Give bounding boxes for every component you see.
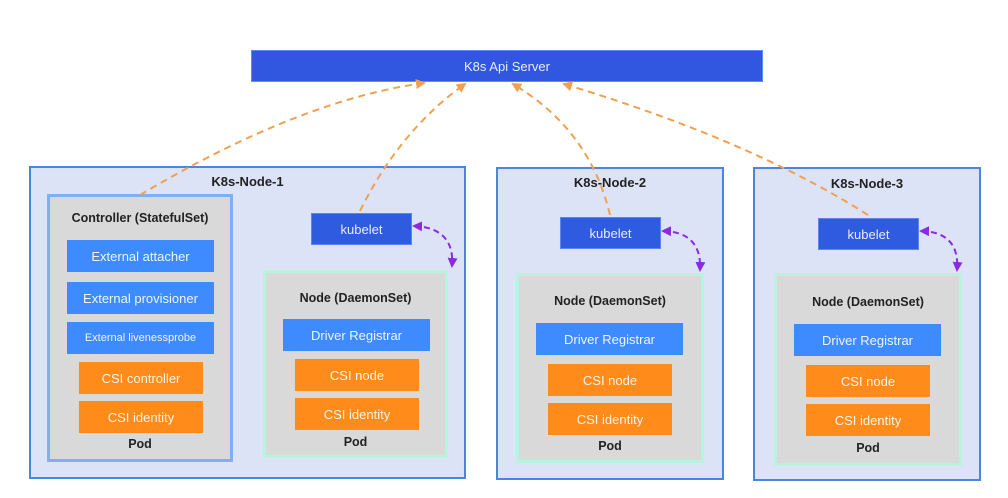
node-title: K8s-Node-3 [830,176,904,191]
daemonset-title: Node (DaemonSet) [812,295,924,309]
kubelet-box: kubelet [560,217,661,249]
controller-pod: Controller (StatefulSet) External attach… [47,194,233,462]
api-server-label: K8s Api Server [464,58,550,74]
csi-label: CSI node [840,373,896,389]
component-label: External provisioner [83,290,198,306]
k8s-node-1: K8s-Node-1 Controller (StatefulSet) Exte… [29,166,466,479]
csi-box: CSI identity [806,404,930,436]
node-title: K8s-Node-1 [211,174,284,189]
csi-box: CSI node [548,364,672,396]
component-box: External attacher [67,240,214,272]
controller-title: Controller (StatefulSet) [71,211,209,225]
component-box: Driver Registrar [794,324,941,356]
csi-label: CSI controller [101,370,181,386]
csi-box: CSI identity [548,403,672,435]
daemonset-title: Node (DaemonSet) [554,294,666,308]
csi-box: CSI identity [295,398,419,430]
kubelet-box: kubelet [311,213,412,245]
pod-label: Pod [128,437,152,451]
daemonset-pod: Node (DaemonSet) Driver Registrar CSI no… [263,270,448,458]
pod-label: Pod [343,435,368,449]
component-label: External attacher [91,248,190,264]
csi-label: CSI node [582,372,638,388]
kubelet-label: kubelet [589,225,632,241]
k8s-node-2: K8s-Node-2 kubelet Node (DaemonSet) Driv… [496,167,724,480]
csi-label: CSI identity [834,412,902,428]
csi-box: CSI node [806,365,930,397]
kubelet-label: kubelet [847,226,890,242]
component-label: Driver Registrar [821,332,913,348]
csi-box: CSI controller [79,362,203,394]
csi-box: CSI node [295,359,419,391]
daemonset-title: Node (DaemonSet) [299,291,412,305]
component-box: Driver Registrar [283,319,430,351]
csi-label: CSI identity [323,406,391,422]
component-box: External livenessprobe [67,322,214,354]
csi-label: CSI identity [576,411,644,427]
component-box: Driver Registrar [536,323,683,355]
k8s-node-3: K8s-Node-3 kubelet Node (DaemonSet) Driv… [753,167,981,481]
node-title: K8s-Node-2 [573,175,647,190]
pod-label: Pod [598,439,622,453]
component-box: External provisioner [67,282,214,314]
kubelet-box: kubelet [818,218,919,250]
daemonset-pod: Node (DaemonSet) Driver Registrar CSI no… [516,273,704,463]
component-label: Driver Registrar [563,331,655,347]
daemonset-pod: Node (DaemonSet) Driver Registrar CSI no… [774,273,962,466]
pod-label: Pod [856,441,880,455]
csi-label: CSI identity [107,409,175,425]
api-server-box: K8s Api Server [251,50,763,82]
kubelet-label: kubelet [340,221,383,237]
csi-box: CSI identity [79,401,203,433]
component-label: External livenessprobe [84,332,197,344]
csi-label: CSI node [329,367,385,383]
component-label: Driver Registrar [310,327,402,343]
